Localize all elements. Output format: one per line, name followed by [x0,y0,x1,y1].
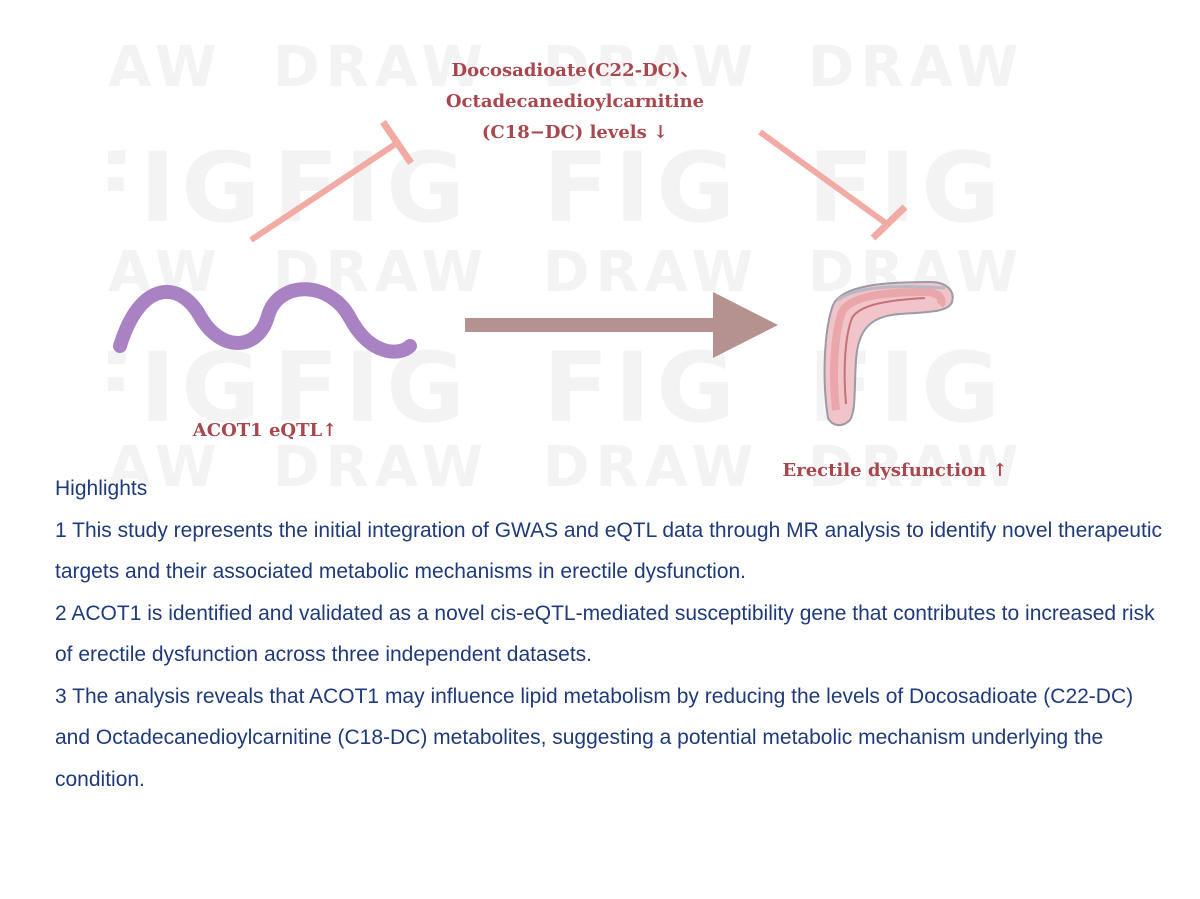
inhibition-arrow-gene-to-metabolites [249,120,414,243]
metabolites-label: Docosadioate(C22-DC)、 Octadecanedioylcar… [425,55,725,148]
metabolites-label-line: (C18−DC) levels ↓ [481,122,669,143]
highlight-item: 3 The analysis reveals that ACOT1 may in… [55,684,1134,791]
penis-cross-section-icon [823,280,954,426]
highlight-item: 2 ACOT1 is identified and validated as a… [55,601,1155,667]
gene-label: ACOT1 eQTL↑ [192,420,338,441]
metabolites-label-line: Octadecanedioylcarnitine [445,91,705,112]
outcome-label: Erectile dysfunction ↑ [782,460,1008,481]
highlights-section: Highlights 1 This study represents the i… [55,468,1165,800]
inhibition-arrow-metabolites-to-ed [758,129,908,241]
highlights-title: Highlights [55,477,148,500]
highlight-item: 1 This study represents the initial inte… [55,518,1162,584]
metabolites-label-line: Docosadioate(C22-DC)、 [451,60,699,81]
main-arrow [465,292,778,358]
dna-wave-icon [113,282,417,359]
